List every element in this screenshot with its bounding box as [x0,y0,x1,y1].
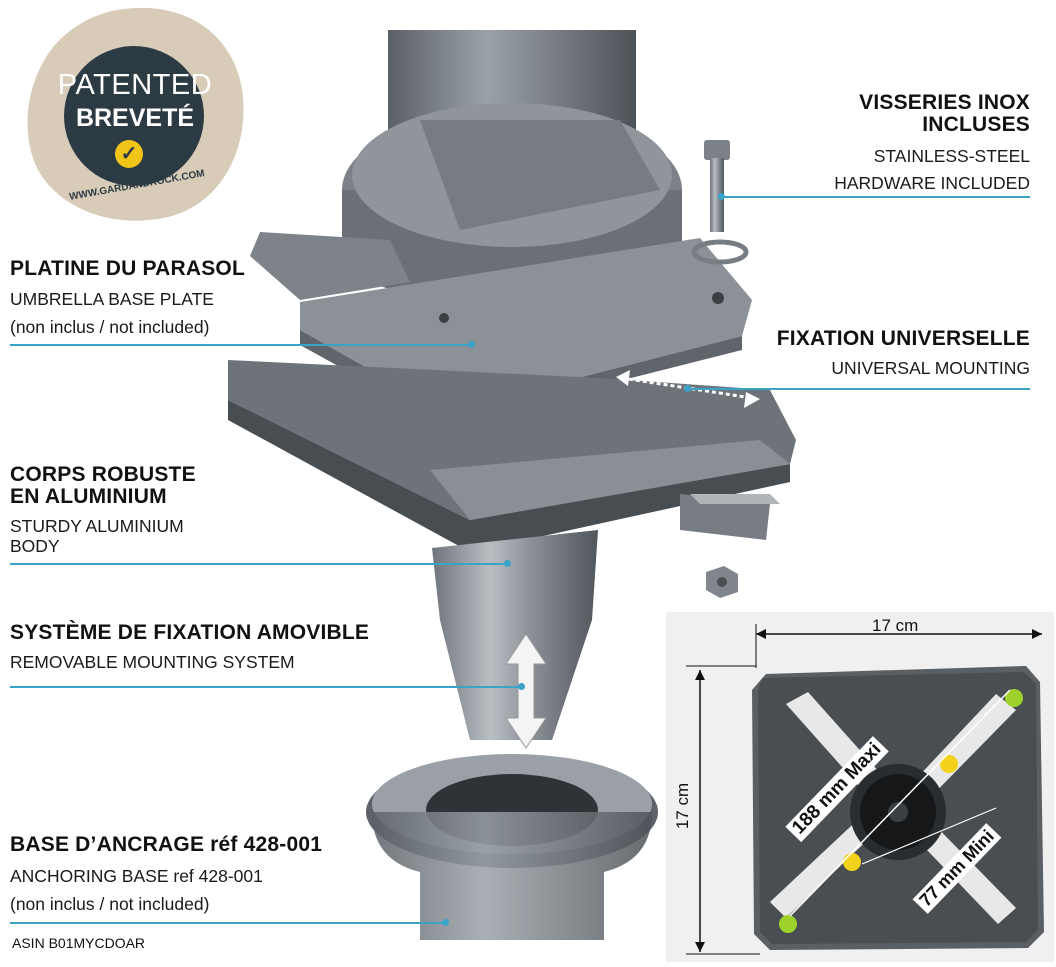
check-icon: ✓ [115,140,143,168]
systeme-title: SYSTÈME DE FIXATION AMOVIBLE [10,621,370,644]
fixation-sub: UNIVERSAL MOUNTING [831,358,1030,378]
platine-sub1: UMBRELLA BASE PLATE [10,289,214,309]
corps-sub1: STURDY ALUMINIUM [10,516,184,536]
badge-shape [27,7,244,221]
badge-line1: PATENTED [57,69,213,101]
base-leader [10,922,446,924]
inset-height-label: 17 cm [673,782,693,830]
corps-leader [10,563,508,565]
inox-sub2: HARDWARE INCLUDED [834,173,1030,193]
inox-sub1: STAINLESS-STEEL [873,146,1030,166]
systeme-dot [518,683,525,690]
inset-drawing [686,624,1044,955]
base-dot [442,919,449,926]
systeme-sub: REMOVABLE MOUNTING SYSTEM [10,652,295,672]
dimension-inset: 17 cm 17 cm 188 mm Maxi 77 mm Mini [666,612,1054,962]
inox-title1: VISSERIES INOX [859,91,1030,114]
asin-label: ASIN B01MYCDOAR [12,935,146,951]
platine-dot [468,341,475,348]
platine-leader [10,344,472,346]
platine-sub2: (non inclus / not included) [10,317,210,337]
base-title: BASE D’ANCRAGE réf 428-001 [10,833,323,856]
corps-title2: EN ALUMINIUM [10,485,167,508]
fixation-leader [688,388,1030,390]
badge-line2: BREVETÉ [75,104,195,132]
corps-dot [504,560,511,567]
corps-sub2: BODY [10,536,60,556]
systeme-leader [10,686,522,688]
patented-badge: PATENTED BREVETÉ ✓ WWW.GARDANDROCK.COM [22,4,252,224]
corps-title1: CORPS ROBUSTE [10,463,196,486]
inox-leader [722,196,1030,198]
base-sub2: (non inclus / not included) [10,894,210,914]
platine-title: PLATINE DU PARASOL [10,257,245,280]
inox-title2: INCLUSES [922,113,1030,136]
fixation-title: FIXATION UNIVERSELLE [776,327,1030,350]
inset-width-label: 17 cm [872,616,919,635]
inox-dot [718,193,725,200]
base-sub1: ANCHORING BASE ref 428-001 [10,866,263,886]
fixation-dot [684,385,691,392]
